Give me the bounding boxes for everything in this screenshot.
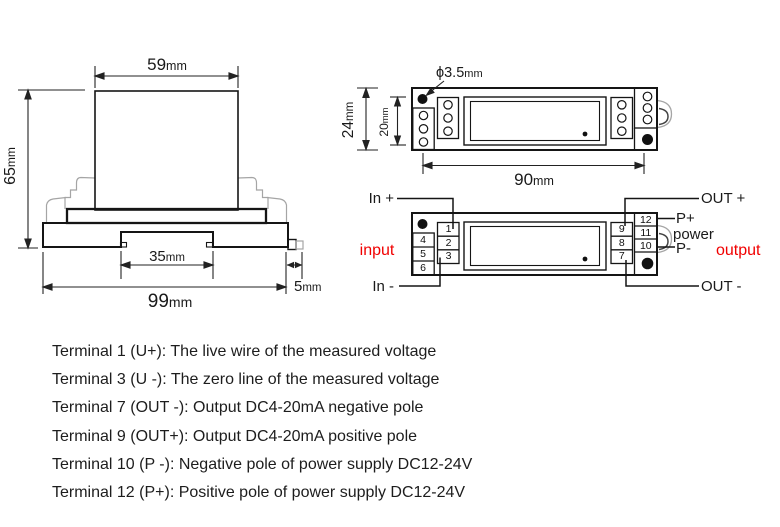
terminal-10: 10	[639, 239, 652, 252]
din-release-clip-wiring	[656, 224, 673, 254]
terminal-screws-right-inner	[616, 100, 627, 136]
dimension-24mm-label: 24mm	[340, 101, 357, 138]
wire-out-minus	[625, 260, 699, 287]
dimension-90mm-lines	[421, 153, 646, 174]
terminal-cells-left-inner	[436, 221, 460, 265]
power-label: power	[673, 225, 714, 243]
note-line: Terminal 7 (OUT -): Output DC4-20mA nega…	[52, 399, 424, 417]
terminal-5: 5	[420, 247, 426, 260]
terminal-screws-right-outer	[642, 91, 653, 125]
label-window-inner-wiring	[469, 225, 601, 267]
terminal-cells-left-outer	[412, 232, 435, 276]
output-label: output	[716, 241, 761, 259]
dimension-59mm-lines	[93, 66, 240, 88]
terminal-block-left-outer	[412, 107, 435, 151]
in-plus-label: In +	[368, 189, 394, 207]
label-window-dot	[582, 131, 588, 137]
dimension-hole-label: ϕ3.5mm	[436, 65, 483, 81]
din-latch	[287, 238, 297, 251]
p-minus-label: P-	[676, 240, 691, 257]
front-view-body	[94, 90, 239, 211]
note-line: Terminal 12 (P+): Positive pole of power…	[52, 484, 466, 502]
terminal-screws-left-outer	[418, 110, 429, 147]
mounting-hole-2	[642, 134, 653, 145]
wire-in-plus	[397, 197, 454, 229]
dimension-65mm-lines	[18, 88, 85, 250]
dimension-65mm-label: 65mm	[2, 147, 19, 185]
terminal-12: 12	[639, 213, 652, 226]
terminal-9: 9	[618, 223, 625, 235]
wire-in-minus	[399, 257, 441, 287]
note-line: Terminal 1 (U+): The live wire of the me…	[52, 343, 437, 360]
dimension-99mm-lines	[41, 252, 288, 294]
top-view-device-outline	[411, 87, 673, 151]
dimension-20mm-label: 20mm	[377, 107, 391, 137]
front-view-side-ears	[45, 176, 288, 223]
terminal-block-left-inner	[436, 96, 460, 140]
terminal-notes: Terminal 1 (U+): The live wire of the me…	[52, 338, 472, 507]
dimension-59mm-label: 59mm	[147, 55, 187, 74]
label-window-inner	[469, 100, 601, 142]
terminal-block-right-inner	[610, 96, 634, 140]
terminal-8: 8	[618, 236, 625, 249]
terminal-11: 11	[640, 226, 652, 239]
dimension-90mm-label: 90mm	[514, 170, 554, 189]
din-release-clip-inner-wiring	[658, 232, 669, 251]
terminal-2: 2	[445, 236, 452, 249]
dimension-hole-leader	[425, 80, 445, 97]
terminal-6: 6	[420, 261, 426, 274]
p-plus-label: P+	[676, 210, 695, 227]
mounting-hole-wiring	[417, 219, 428, 229]
terminal-1: 1	[445, 223, 452, 235]
din-latch-tip	[295, 240, 304, 250]
front-view-device-outline	[42, 90, 304, 251]
terminal-cells-right-inner	[610, 221, 634, 265]
terminal-7: 7	[618, 250, 625, 262]
dimension-20mm-lines	[390, 95, 406, 147]
din-hook-right	[205, 241, 214, 248]
din-hook-left	[119, 241, 128, 248]
label-window-outer	[463, 96, 607, 146]
dimension-5mm-lines	[286, 252, 303, 279]
front-view-din-base	[42, 222, 289, 248]
mounting-hole	[417, 94, 428, 104]
wiring-view-device-outline	[411, 212, 673, 276]
label-window-dot-wiring	[582, 256, 588, 262]
dimension-99mm-label: 99mm	[147, 291, 193, 312]
wire-out-plus	[624, 197, 699, 226]
terminal-3: 3	[445, 250, 452, 262]
terminal-block-right-outer	[633, 87, 658, 129]
note-line: Terminal 9 (OUT+): Output DC4-20mA posit…	[52, 427, 418, 445]
mounting-hole-wiring-2	[641, 257, 654, 270]
label-window-outer-wiring	[463, 221, 607, 271]
terminal-cells-right-outer	[633, 213, 657, 275]
dimension-24mm-lines	[357, 86, 378, 152]
din-release-clip	[656, 99, 673, 129]
front-view-base-band	[65, 207, 268, 225]
dimension-5mm-label: 5mm	[294, 278, 322, 295]
out-minus-label: OUT -	[701, 277, 742, 295]
note-line: Terminal 3 (U -): The zero line of the m…	[52, 371, 440, 389]
note-line: Terminal 10 (P -): Negative pole of powe…	[52, 455, 473, 473]
dimension-35mm-label: 35mm	[149, 248, 185, 265]
terminal-4: 4	[420, 233, 426, 246]
in-minus-label: In -	[372, 277, 394, 295]
input-label: input	[359, 242, 395, 259]
din-release-clip-inner	[658, 107, 669, 126]
wiring-housing	[411, 212, 658, 276]
terminal-screws-left-inner	[443, 100, 453, 136]
out-plus-label: OUT +	[701, 190, 746, 207]
dimension-35mm-lines	[119, 251, 215, 279]
